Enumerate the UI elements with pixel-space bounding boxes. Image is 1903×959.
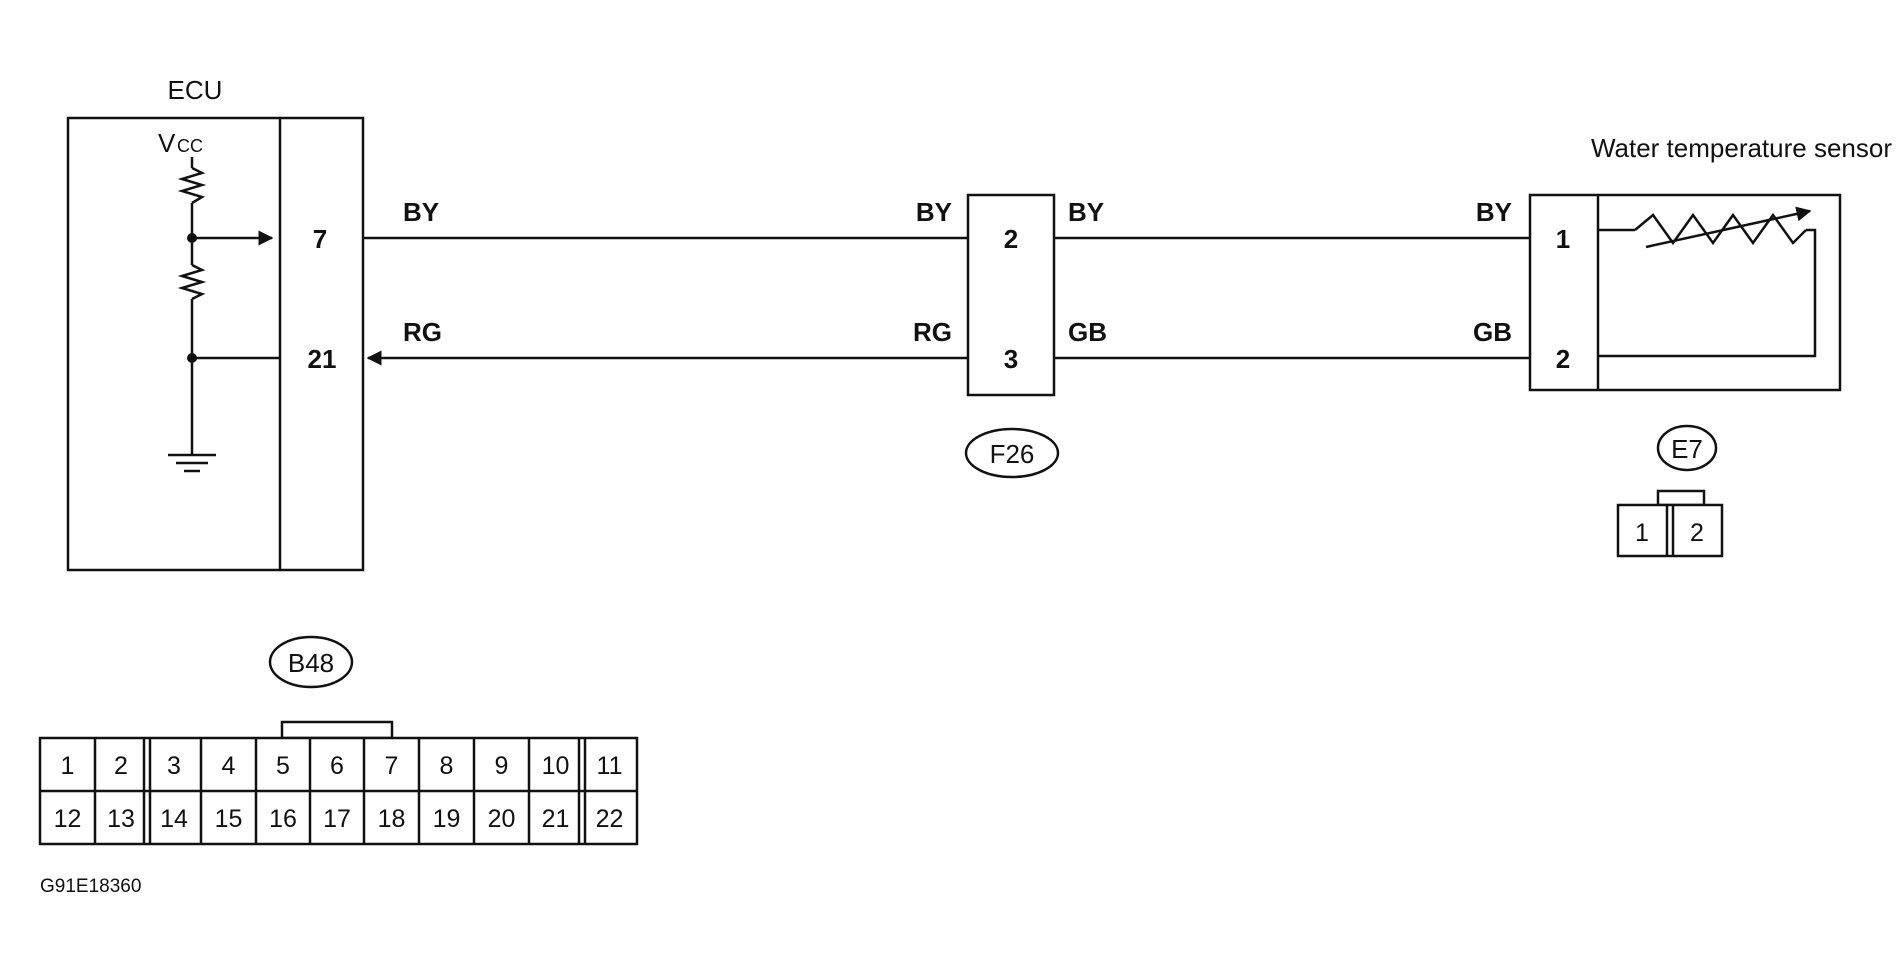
wire-label-rg-ecu: RG <box>403 317 442 347</box>
sensor-pin-1: 1 <box>1556 224 1570 254</box>
ground-icon <box>168 453 216 473</box>
resistor-lower <box>177 263 207 301</box>
vcc-label-sub: CC <box>177 136 203 156</box>
wire-label-by-ecu: BY <box>403 197 439 227</box>
connector-b48-pin-21: 21 <box>542 805 570 833</box>
connector-b48-pin-4: 4 <box>222 752 236 780</box>
wire-label-gb-sensor: GB <box>1473 317 1512 347</box>
connector-b48-pin-15: 15 <box>215 805 243 833</box>
connector-f26-code: F26 <box>990 439 1035 469</box>
connector-b48-pin-14: 14 <box>160 805 188 833</box>
connector-b48-pin-18: 18 <box>378 805 406 833</box>
water-temperature-sensor: Water temperature sensor 1 2 <box>1528 133 1892 392</box>
connector-b48-latch <box>280 720 394 740</box>
connector-b48-pin-10: 10 <box>542 752 570 780</box>
ecu-pin-7: 7 <box>313 224 327 254</box>
connector-b48-code-oval <box>268 635 354 689</box>
connector-b48-pin-6: 6 <box>330 752 344 780</box>
connector-b48-pin-7: 7 <box>385 752 399 780</box>
connector-e7-pin-1: 1 <box>1635 519 1649 547</box>
connector-b48-pin-11: 11 <box>597 752 623 780</box>
connector-e7-pin-2: 2 <box>1690 519 1704 547</box>
connector-f26: 2 3 F26 <box>964 193 1060 479</box>
figure-code: G91E18360 <box>40 876 141 897</box>
ecu-outline <box>66 116 365 572</box>
connector-e7-latch <box>1656 489 1706 507</box>
wire-label-by-f26-left: BY <box>916 197 952 227</box>
f26-pin-3: 3 <box>1004 344 1018 374</box>
connector-b48-pin-22: 22 <box>596 805 624 833</box>
vcc-label: V CC <box>158 128 203 158</box>
connector-f26-body <box>966 193 1056 397</box>
wire-label-gb-f26-right: GB <box>1068 317 1107 347</box>
ecu-unit: ECU V CC 7 21 <box>66 75 365 572</box>
connector-b48-pin-12: 12 <box>54 805 82 833</box>
connector-b48-pin-20: 20 <box>488 805 516 833</box>
connector-e7-code: E7 <box>1671 434 1703 464</box>
sensor-pin-2: 2 <box>1556 344 1570 374</box>
wire-label-rg-f26-left: RG <box>913 317 952 347</box>
connector-b48-pin-3: 3 <box>167 752 181 780</box>
ecu-pin-21: 21 <box>308 344 337 374</box>
connector-b48-pin-17: 17 <box>323 805 351 833</box>
connector-b48-pin-8: 8 <box>440 752 454 780</box>
vcc-label-main: V <box>158 128 176 158</box>
connector-b48-pin-13: 13 <box>107 805 135 833</box>
sensor-title: Water temperature sensor <box>1591 133 1892 163</box>
connector-b48-pin-9: 9 <box>495 752 509 780</box>
connector-b48-pin-5: 5 <box>276 752 290 780</box>
sensor-return-wire <box>1598 228 1817 358</box>
ecu-title: ECU <box>168 75 223 105</box>
resistor-upper <box>177 166 207 205</box>
connector-f26-code-oval <box>964 427 1060 479</box>
connector-e7-code-oval <box>1656 424 1718 472</box>
wire-label-by-sensor: BY <box>1476 197 1512 227</box>
wire-label-by-f26-right: BY <box>1068 197 1104 227</box>
connector-b48-pin-19: 19 <box>433 805 461 833</box>
f26-pin-2: 2 <box>1004 224 1018 254</box>
connector-b48-pin-1: 1 <box>61 752 75 780</box>
connector-e7: E7 1 2 <box>1616 424 1724 558</box>
connector-b48-pin-16: 16 <box>269 805 297 833</box>
connector-b48-pin-2: 2 <box>114 752 128 780</box>
connector-e7-body <box>1616 503 1724 558</box>
thermistor-variable-arrow <box>1645 206 1812 249</box>
connector-b48-code: B48 <box>288 648 334 678</box>
